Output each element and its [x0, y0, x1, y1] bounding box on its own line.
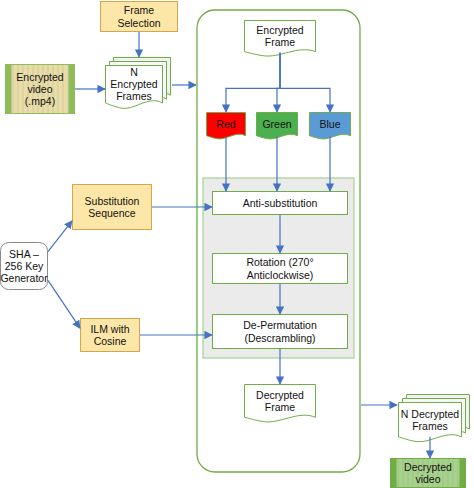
flow-arrow	[279, 349, 280, 384]
flow-arrow	[280, 53, 330, 112]
text-area: Red	[206, 112, 246, 136]
text-area: SHA – 256 Key Generator	[0, 242, 48, 290]
node-label: SHA – 256 Key Generator	[0, 248, 47, 284]
decryption-stage-box	[203, 178, 354, 358]
process-box: De-Permutation (Descrambling)	[212, 314, 348, 349]
text-area: Encrypted video (.mp4)	[11, 64, 69, 114]
flow-arrow	[277, 53, 280, 112]
flow-arrow	[225, 137, 226, 191]
text-area: Frame Selection	[100, 1, 178, 32]
flow-arrow	[152, 206, 212, 207]
text-area: De-Permutation (Descrambling)	[212, 314, 348, 349]
node-label: Blue	[319, 118, 340, 130]
channel-tag: Blue	[309, 112, 351, 142]
input-arrow	[172, 84, 196, 85]
node-label: Encrypted Frame	[246, 24, 314, 48]
frame-document: Decrypted Frame	[244, 384, 316, 426]
flow-arrow	[329, 137, 330, 191]
text-area: Anti-substitution	[212, 191, 348, 215]
text-area: N Encrypted Frames	[105, 65, 163, 103]
video-file: Decrypted video	[390, 458, 466, 488]
flow-arrow	[429, 437, 430, 458]
node-label: N Encrypted Frames	[107, 66, 161, 102]
flow-arrow	[75, 88, 105, 89]
video-file: Encrypted video (.mp4)	[5, 64, 75, 114]
frame-document: Encrypted Frame	[244, 20, 316, 60]
flow-arrow	[276, 137, 277, 191]
text-area: Decrypted Frame	[244, 384, 316, 418]
input-box: Frame Selection	[100, 1, 178, 32]
text-area: ILM with Cosine	[80, 318, 140, 352]
node-label: Green	[262, 118, 291, 130]
node-label: N Decrypted Frames	[400, 408, 460, 432]
text-area: Encrypted Frame	[244, 20, 316, 52]
key-generator: SHA – 256 Key Generator	[0, 242, 48, 290]
node-label: ILM with Cosine	[82, 323, 138, 347]
frame-stack: N Decrypted Frames	[398, 394, 470, 446]
process-box: Anti-substitution	[212, 191, 348, 215]
channel-tag: Green	[256, 112, 298, 142]
flow-arrow	[279, 215, 280, 253]
flow-arrow	[140, 334, 212, 335]
node-label: Decrypted Frame	[246, 389, 314, 413]
output-arrow	[361, 404, 397, 405]
process-container	[197, 10, 360, 472]
text-area: Rotation (270° Anticlockwise)	[212, 253, 348, 284]
node-label: Frame Selection	[102, 4, 176, 28]
key-box: ILM with Cosine	[80, 318, 140, 352]
text-area: Substitution Sequence	[72, 184, 152, 230]
node-label: Decrypted video	[398, 461, 458, 485]
node-label: Encrypted video (.mp4)	[13, 71, 67, 107]
flow-arrow	[48, 221, 72, 252]
text-area: Blue	[309, 112, 351, 136]
node-label: Anti-substitution	[243, 197, 318, 209]
flow-arrow	[279, 284, 280, 314]
node-label: De-Permutation (Descrambling)	[214, 319, 346, 343]
text-area: Decrypted video	[396, 458, 460, 488]
key-box: Substitution Sequence	[72, 184, 152, 230]
channel-tag: Red	[206, 112, 246, 142]
node-label: Rotation (270° Anticlockwise)	[214, 256, 346, 280]
text-area: Green	[256, 112, 298, 136]
flow-arrow	[48, 280, 80, 328]
node-label: Substitution Sequence	[74, 195, 150, 219]
node-label: Red	[216, 118, 235, 130]
flow-arrow	[226, 53, 280, 112]
text-area: N Decrypted Frames	[398, 402, 462, 437]
frame-stack: N Encrypted Frames	[105, 57, 171, 113]
process-box: Rotation (270° Anticlockwise)	[212, 253, 348, 284]
flow-arrow	[138, 32, 139, 57]
